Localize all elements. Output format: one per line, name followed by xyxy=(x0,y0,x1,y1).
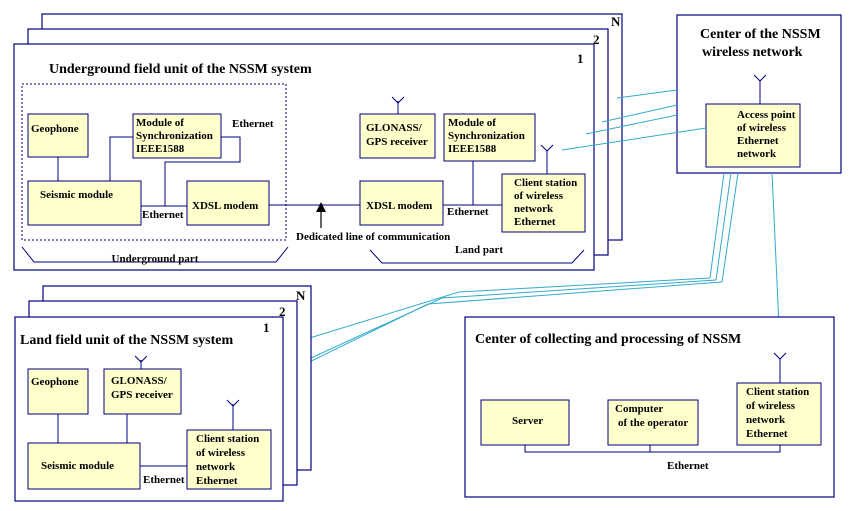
land-seismic-module-box: Seismic module xyxy=(27,442,141,490)
seismic-module-label: Seismic module xyxy=(40,189,113,201)
operator-computer-line-2: of the operator xyxy=(618,417,688,429)
server-label: Server xyxy=(512,415,543,427)
underground-stack-label-n: N xyxy=(611,14,621,29)
dedicated-line-label: Dedicated line of communication xyxy=(296,231,450,243)
ethernet-label-seismic: Ethernet xyxy=(142,209,184,221)
client-station-underground-box: Client station of wireless network Ether… xyxy=(501,173,586,233)
wireless-center-title-1: Center of the NSSM xyxy=(700,27,821,42)
land-glonass-box: GLONASS/ GPS receiver xyxy=(103,368,182,415)
sync-module-line-2: Synchronization xyxy=(136,130,213,142)
land-client-station-box: Client station of wireless network Ether… xyxy=(186,429,272,490)
processing-center: Center of collecting and processing of N… xyxy=(464,316,835,498)
access-point-line-3: Ethernet xyxy=(737,135,779,147)
processing-client-line-2: of wireless xyxy=(746,400,796,412)
access-point-line-4: network xyxy=(737,148,777,160)
wireless-center: Center of the NSSM wireless network Acce… xyxy=(676,14,842,174)
glonass-line-2: GPS receiver xyxy=(366,136,428,148)
glonass-line-1: GLONASS/ xyxy=(366,122,423,134)
land-client-station-line-2: of wireless xyxy=(196,447,246,459)
underground-part-bracket xyxy=(21,246,289,263)
land-stack-label-n: N xyxy=(296,288,306,303)
wireless-center-title-2: wireless network xyxy=(702,45,803,60)
land-stack-label-1: 1 xyxy=(263,320,270,335)
land-ethernet-label: Ethernet xyxy=(143,474,185,486)
land-stack-label-2: 2 xyxy=(279,304,286,319)
land-client-antenna-icon xyxy=(226,399,240,407)
processing-client-line-3: network xyxy=(746,414,786,426)
land-glonass-line-2: GPS receiver xyxy=(111,389,173,401)
sync-module-land-line-3: IEEE1588 xyxy=(448,143,497,155)
underground-stack-label-1: 1 xyxy=(577,51,584,66)
xdsl-modem-underground-box: XDSL modem xyxy=(186,180,270,226)
land-part-bracket xyxy=(369,249,585,264)
processing-client-line-4: Ethernet xyxy=(746,428,788,440)
land-glonass-antenna-icon xyxy=(134,355,148,363)
xdsl-modem-land-box: XDSL modem xyxy=(359,180,444,226)
ethernet-label-land: Ethernet xyxy=(447,206,489,218)
ethernet-label-sync: Ethernet xyxy=(232,118,274,130)
operator-computer-box: Computer of the operator xyxy=(607,399,699,446)
client-station-u-line-4: Ethernet xyxy=(514,216,556,228)
sync-module-box: Module of Synchronization IEEE1588 xyxy=(132,113,222,159)
glonass-box: GLONASS/ GPS receiver xyxy=(359,113,436,159)
seismic-module-box: Seismic module xyxy=(27,180,142,226)
client-station-u-line-3: network xyxy=(514,203,554,215)
underground-unit: N 2 1 Underground field unit of the NSSM… xyxy=(13,13,623,271)
server-box: Server xyxy=(480,399,570,446)
underground-part-region xyxy=(21,83,287,241)
land-part-label: Land part xyxy=(455,244,503,256)
client-station-u-line-1: Client station xyxy=(514,177,577,189)
geophone-box: Geophone xyxy=(27,113,89,158)
sync-module-land-line-1: Module of xyxy=(448,117,496,129)
xdsl-modem-land-label: XDSL modem xyxy=(366,200,432,212)
client-antenna-icon xyxy=(540,144,554,152)
land-client-station-line-4: Ethernet xyxy=(196,475,238,487)
processing-connections xyxy=(524,445,781,453)
dedicated-line-arrowhead-icon xyxy=(316,202,326,212)
processing-client-line-1: Client station xyxy=(746,386,809,398)
xdsl-modem-underground-label: XDSL modem xyxy=(192,200,258,212)
operator-computer-line-1: Computer xyxy=(615,403,663,415)
land-client-station-line-3: network xyxy=(196,461,236,473)
processing-ethernet-label: Ethernet xyxy=(667,460,709,472)
sync-module-line-3: IEEE1588 xyxy=(136,143,185,155)
land-unit-title: Land field unit of the NSSM system xyxy=(20,333,233,348)
sync-module-line-1: Module of xyxy=(136,117,184,129)
processing-center-title: Center of collecting and processing of N… xyxy=(475,332,741,347)
underground-unit-title: Underground field unit of the NSSM syste… xyxy=(49,62,312,77)
access-point-line-1: Access point xyxy=(737,109,796,121)
land-geophone-box: Geophone xyxy=(27,368,89,415)
client-station-u-line-2: of wireless xyxy=(514,190,564,202)
land-geophone-label: Geophone xyxy=(31,376,79,388)
geophone-label: Geophone xyxy=(31,123,79,135)
land-unit: N 2 1 Land field unit of the NSSM system… xyxy=(14,285,312,502)
glonass-antenna-icon xyxy=(391,96,405,104)
underground-part-label: Underground part xyxy=(112,253,199,265)
sync-module-land-box: Module of Synchronization IEEE1588 xyxy=(443,113,536,162)
land-connections xyxy=(57,360,234,467)
underground-stack-label-2: 2 xyxy=(593,32,600,47)
land-seismic-module-label: Seismic module xyxy=(41,460,114,472)
land-client-station-line-1: Client station xyxy=(196,433,259,445)
access-point-line-2: of wireless xyxy=(737,122,787,134)
access-point-box: Access point of wireless Ethernet networ… xyxy=(705,103,801,168)
land-glonass-line-1: GLONASS/ xyxy=(111,375,168,387)
sync-module-land-line-2: Synchronization xyxy=(448,130,525,142)
processing-client-station-box: Client station of wireless network Ether… xyxy=(736,382,822,446)
underground-connections xyxy=(57,101,548,207)
